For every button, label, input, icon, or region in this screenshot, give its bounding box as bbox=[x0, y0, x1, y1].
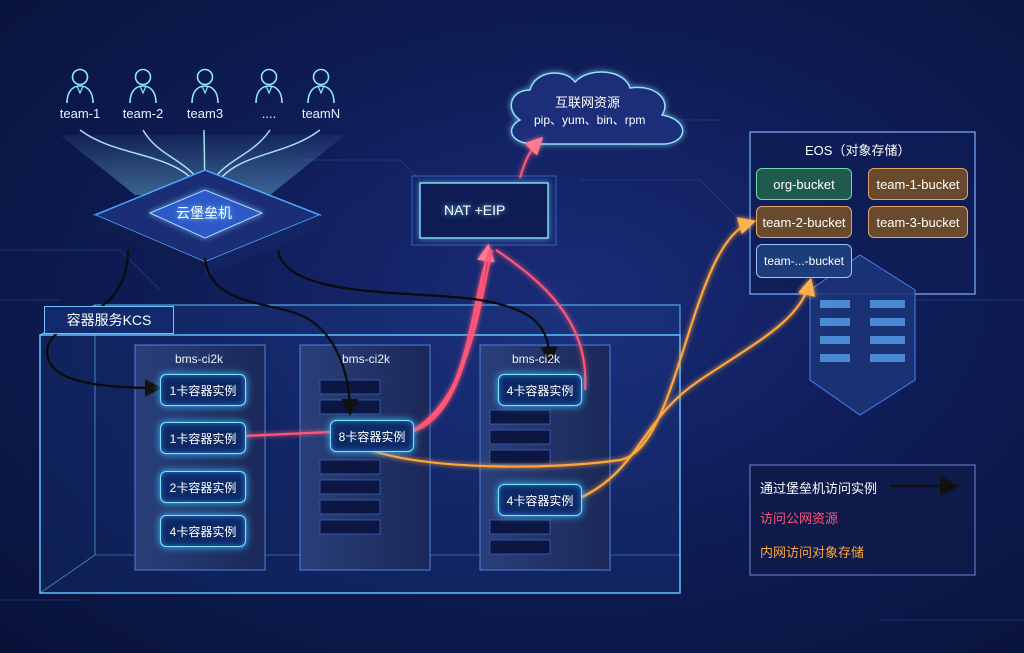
instance-s1-3[interactable]: 2卡容器实例 bbox=[160, 471, 246, 503]
legend-storage: 内网访问对象存储 bbox=[760, 545, 865, 560]
bastion-label: 云堡垒机 bbox=[176, 205, 232, 221]
bucket-team-3[interactable]: team-3-bucket bbox=[868, 206, 968, 238]
team-1: team-2 bbox=[118, 66, 168, 121]
team-2: team3 bbox=[180, 66, 230, 121]
instance-s2-1[interactable]: 8卡容器实例 bbox=[330, 420, 414, 452]
orange-flows bbox=[369, 217, 816, 499]
internet-items: pip、yum、bin、rpm bbox=[534, 113, 646, 127]
person-icon bbox=[307, 68, 335, 104]
eos-title: EOS（对象存储） bbox=[805, 143, 911, 158]
red-flows bbox=[242, 136, 587, 438]
team-label: teamN bbox=[301, 106, 341, 121]
server-name-2: bms-ci2k bbox=[342, 352, 391, 366]
person-icon bbox=[255, 68, 283, 104]
person-icon bbox=[191, 68, 219, 104]
server-name-1: bms-ci2k bbox=[175, 352, 224, 366]
team-3: .... bbox=[244, 66, 294, 121]
bastion-chip bbox=[93, 169, 323, 276]
legend-bastion: 通过堡垒机访问实例 bbox=[760, 481, 878, 496]
bucket-team-more[interactable]: team-...-bucket bbox=[756, 244, 852, 278]
team-0: team-1 bbox=[55, 66, 105, 121]
internet-cloud bbox=[510, 71, 684, 145]
instance-s1-2[interactable]: 1卡容器实例 bbox=[160, 422, 246, 454]
team-label: team3 bbox=[186, 106, 224, 121]
nat-box-frame bbox=[411, 175, 557, 246]
bucket-team-2[interactable]: team-2-bucket bbox=[756, 206, 852, 238]
bucket-org[interactable]: org-bucket bbox=[756, 168, 852, 200]
person-icon bbox=[66, 68, 94, 104]
black-flows bbox=[46, 249, 558, 417]
nat-label: NAT +EIP bbox=[444, 202, 506, 218]
team-label: .... bbox=[261, 106, 277, 121]
kcs-title: 容器服务KCS bbox=[44, 306, 174, 334]
team-label: team-2 bbox=[122, 106, 164, 121]
legend-box bbox=[749, 464, 976, 576]
team-beam bbox=[60, 135, 345, 195]
instance-s1-1[interactable]: 1卡容器实例 bbox=[160, 374, 246, 406]
bucket-team-1[interactable]: team-1-bucket bbox=[868, 168, 968, 200]
instance-s3-2[interactable]: 4卡容器实例 bbox=[498, 484, 582, 516]
team-label: team-1 bbox=[59, 106, 101, 121]
team-4: teamN bbox=[296, 66, 346, 121]
server-name-3: bms-ci2k bbox=[512, 352, 561, 366]
instance-s1-4[interactable]: 4卡容器实例 bbox=[160, 515, 246, 547]
server-rack-2 bbox=[299, 344, 431, 571]
instance-s3-1[interactable]: 4卡容器实例 bbox=[498, 374, 582, 406]
legend-internet: 访问公网资源 bbox=[760, 511, 839, 526]
person-icon bbox=[129, 68, 157, 104]
internet-title: 互联网资源 bbox=[555, 95, 621, 110]
